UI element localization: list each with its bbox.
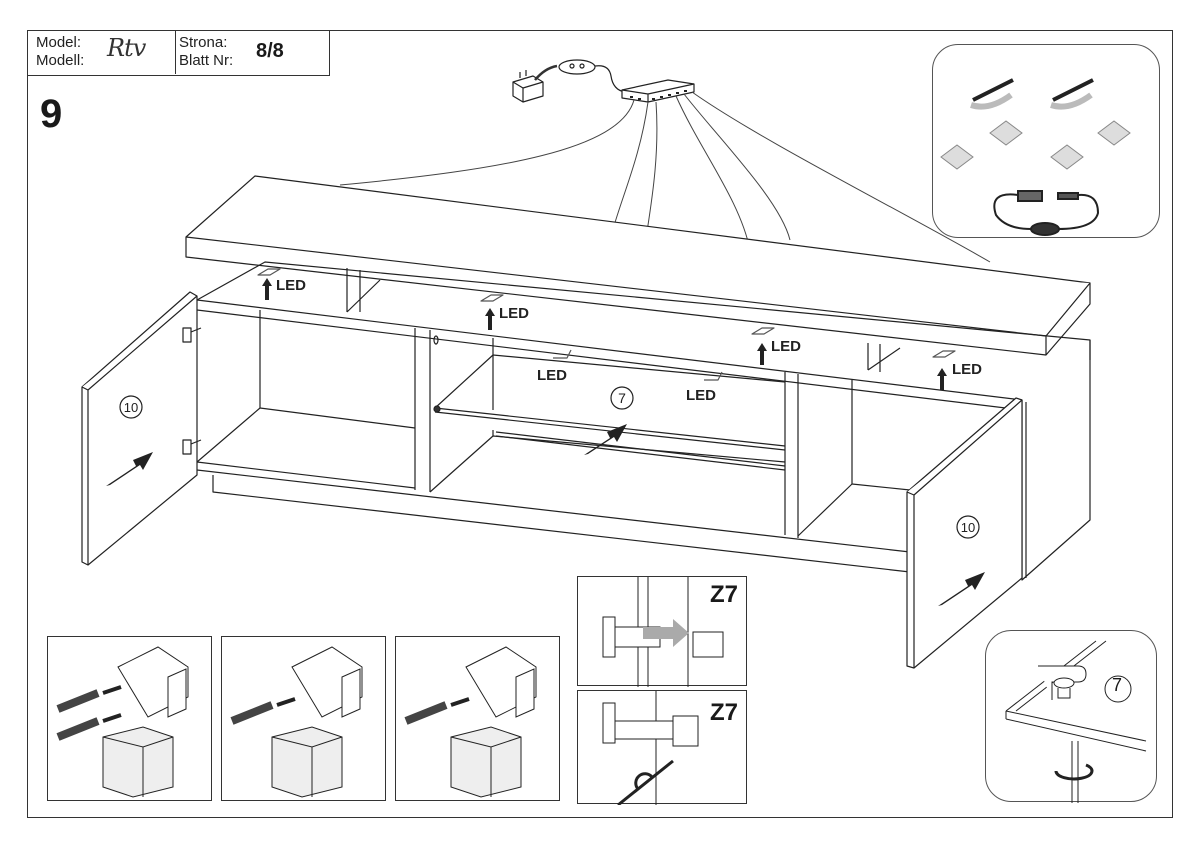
led-up-arrows [262,278,947,390]
hinge-step-panel-3 [395,636,560,801]
insertion-arrow-icon [106,424,985,606]
led-square-spotlight-icon [940,120,1131,170]
hinge-detail-z7-bottom: Z7 [577,690,747,805]
part-number: 10 [961,520,975,535]
model-label-de: Modell: [36,52,85,69]
led-label: LED [276,277,306,294]
led-label: LED [952,361,982,378]
hinge-clip-on-illustration [602,577,724,687]
led-markers [257,268,956,381]
glass-shelf [433,335,786,471]
hinge-two-screws-illustration [56,646,189,798]
right-door [906,397,1023,669]
title-block: Model: Modell: Rtv Strona: Blatt Nr: 8/8 [27,30,330,76]
led-strip-light-icon [970,78,1094,110]
led-kit-illustration [940,78,1131,236]
page-label-de: Blatt Nr: [179,52,234,69]
model-label-pl: Model: [36,34,82,51]
hinge-detail-z7-top: Z7 [577,576,747,687]
led-switch-icon [558,59,626,93]
part-number: 7 [1112,675,1123,695]
left-door [81,291,202,566]
cabinet-carcass [196,261,1091,581]
led-kit-inset [932,44,1160,238]
model-cell: Model: Modell: Rtv [27,30,176,74]
led-distributor-icon [621,79,695,103]
page-label-pl: Strona: [179,34,228,51]
detail-label-z7: Z7 [709,581,738,608]
power-adapter-icon [993,190,1100,236]
part-10-circle [956,515,980,539]
led-label: LED [771,338,801,355]
part-number: 7 [618,390,626,406]
hinge-step-panel-1 [47,636,212,801]
hinge-adjust-illustration [602,691,699,805]
led-power-adapter-icon [512,64,558,103]
shelf-support-illustration [1005,640,1147,803]
hinge-top-screw-illustration [230,646,363,798]
page-number: 8/8 [256,40,284,62]
part-number: 10 [124,400,138,415]
page-border [27,30,1173,818]
shelf-support-detail: 7 [985,630,1157,803]
led-label: LED [537,367,567,384]
detail-label-z7: Z7 [709,699,738,726]
part-10-circle [119,395,143,419]
part-7-circle [610,386,634,410]
brand-signature: Rtv [107,34,146,62]
step-number: 9 [40,92,63,136]
led-label: LED [499,305,529,322]
hinge-step-panel-2 [221,636,386,801]
led-label: LED [686,387,716,404]
hinge-side-screw-illustration [404,646,537,798]
